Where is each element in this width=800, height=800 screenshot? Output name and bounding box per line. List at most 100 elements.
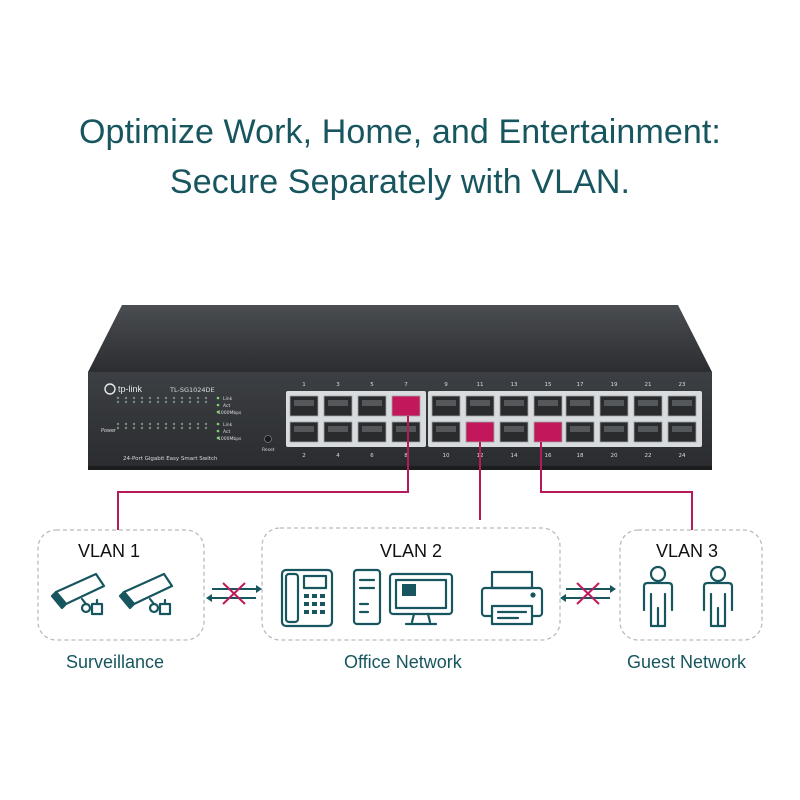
vlan1-box [37,529,205,641]
led-indicator [180,422,184,426]
led-indicator [204,400,208,404]
port-number: 18 [577,453,584,459]
tp-link-logo: tp-link [104,383,143,395]
led-indicator [116,426,120,430]
port-contacts [604,426,624,432]
person-icon [702,565,734,628]
led-indicator [156,400,160,404]
vlan-connection-lines [117,416,693,530]
vlan1-label: Surveillance [66,652,165,672]
led-legend-link: Link [223,396,233,402]
led-panel [116,396,220,440]
network-switch: tp-link TL-SG1024DE 24-Port Gigabit Easy… [88,305,712,470]
led-indicator [148,426,152,430]
led-indicator [132,422,136,426]
vlan1-title: VLAN 1 [78,541,141,561]
port-number: 7 [404,382,408,388]
person-icon [642,565,674,628]
ip-phone-icon [280,568,334,628]
port-contacts [672,426,692,432]
led-indicator [180,400,184,404]
led-legend-act: Act [223,403,230,409]
port-number: 2 [302,453,306,459]
port-contacts [604,400,624,406]
led-indicator [116,396,120,400]
led-legend-act-2: Act [223,429,230,435]
led-legend-link-2: Link [223,422,233,428]
led-indicator [156,422,160,426]
reset-button[interactable] [264,435,272,443]
led-indicator [124,426,128,430]
vlan2-label: Office Network [344,652,462,672]
led-indicator [148,422,152,426]
led-legend-speed-2: 1000Mbps [218,436,242,442]
led-indicator [196,426,200,430]
port-contacts [294,426,314,432]
led-indicator [140,426,144,430]
led-indicator [188,396,192,400]
reset-label: Reset [262,447,275,453]
port-number: 9 [444,382,448,388]
printer-icon [480,570,544,626]
port-contacts [470,400,490,406]
port-number: 13 [511,382,518,388]
led-indicator [204,426,208,430]
led-indicator [140,422,144,426]
port-contacts [396,426,416,432]
led-indicator [204,422,208,426]
port-number: 3 [336,382,340,388]
led-indicator [164,422,168,426]
led-indicator [132,426,136,430]
port-number: 8 [404,453,408,459]
port-number: 4 [336,453,340,459]
led-indicator [188,426,192,430]
port-number: 16 [545,453,552,459]
blocked-arrow-icon [560,582,616,605]
led-indicator [156,396,160,400]
port-number: 19 [611,382,618,388]
led-indicator [216,403,220,407]
port-contacts [638,400,658,406]
brand-name: tp-link [118,384,143,394]
vlan2-box [261,527,561,641]
led-indicator [156,426,160,430]
vlan3-label: Guest Network [627,652,747,672]
port-number: 17 [577,382,584,388]
port-number: 6 [370,453,374,459]
blocked-arrow-icon [206,582,262,605]
led-indicator [216,410,220,414]
highlighted-ethernet-port [465,421,495,443]
led-indicator [116,422,120,426]
highlighted-ethernet-port [391,395,421,417]
port-block [562,391,702,447]
port-contacts [362,426,382,432]
led-indicator [216,429,220,433]
led-indicator [124,396,128,400]
port-contacts [436,400,456,406]
led-indicator [172,422,176,426]
led-indicator [188,422,192,426]
led-indicator [148,400,152,404]
led-indicator [188,400,192,404]
port-block [286,391,426,447]
port-contacts [538,400,558,406]
switch-description: 24-Port Gigabit Easy Smart Switch [123,456,218,462]
led-indicator [196,396,200,400]
port-number: 21 [645,382,652,388]
led-indicator [148,396,152,400]
led-indicator [216,422,220,426]
led-indicator [132,396,136,400]
led-indicator [216,396,220,400]
port-contacts [570,426,590,432]
port-contacts [436,426,456,432]
led-indicator [140,396,144,400]
led-indicator [124,400,128,404]
port-contacts [328,426,348,432]
led-indicator [180,396,184,400]
port-number: 14 [511,453,518,459]
port-number: 20 [611,453,618,459]
port-number: 22 [645,453,652,459]
port-number: 10 [443,453,450,459]
vlan3-title: VLAN 3 [656,541,719,561]
